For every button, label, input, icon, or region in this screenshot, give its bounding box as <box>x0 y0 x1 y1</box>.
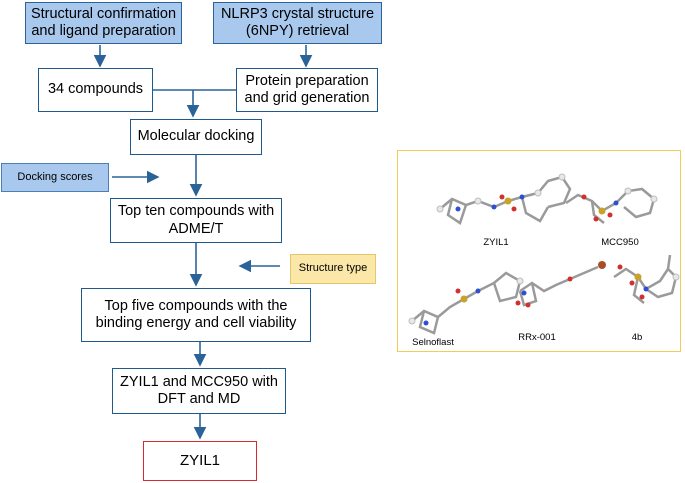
compounds-box: 34 compounds <box>38 68 153 112</box>
protein-preparation-box: Protein preparation and grid generation <box>236 68 378 112</box>
molecule-label-4b: 4b <box>631 332 643 343</box>
molecule-drawings <box>408 173 680 335</box>
structure-type-box: Structure type <box>290 254 376 284</box>
molecule-label-mcc950: MCC950 <box>601 237 639 248</box>
top-ten-box: Top ten compounds with ADME/T <box>110 198 282 243</box>
final-result-box: ZYIL1 <box>143 441 257 481</box>
rrx001-molecule <box>518 265 599 307</box>
mcc950-molecule <box>565 187 656 224</box>
molecular-docking-box: Molecular docking <box>130 119 262 155</box>
nlrp3-retrieval-box: NLRP3 crystal structure (6NPY) retrieval <box>213 2 382 44</box>
4b-molecule <box>613 254 678 304</box>
top-five-box: Top five compounds with the binding ener… <box>81 288 311 342</box>
dft-md-box: ZYIL1 and MCC950 with DFT and MD <box>112 368 286 414</box>
molecule-label-selnoflast: Selnoflast <box>412 337 454 348</box>
docking-scores-box: Docking scores <box>1 163 109 192</box>
selnoflast-molecule <box>411 271 522 335</box>
structure-panel: ZYIL1 MCC950 Selnoflast RRx-001 4b <box>397 150 681 352</box>
structural-confirmation-box: Structural confirmation and ligand prepa… <box>25 2 182 44</box>
molecule-label-zyil1: ZYIL1 <box>483 237 509 248</box>
molecule-label-rrx001: RRx-001 <box>518 332 556 343</box>
